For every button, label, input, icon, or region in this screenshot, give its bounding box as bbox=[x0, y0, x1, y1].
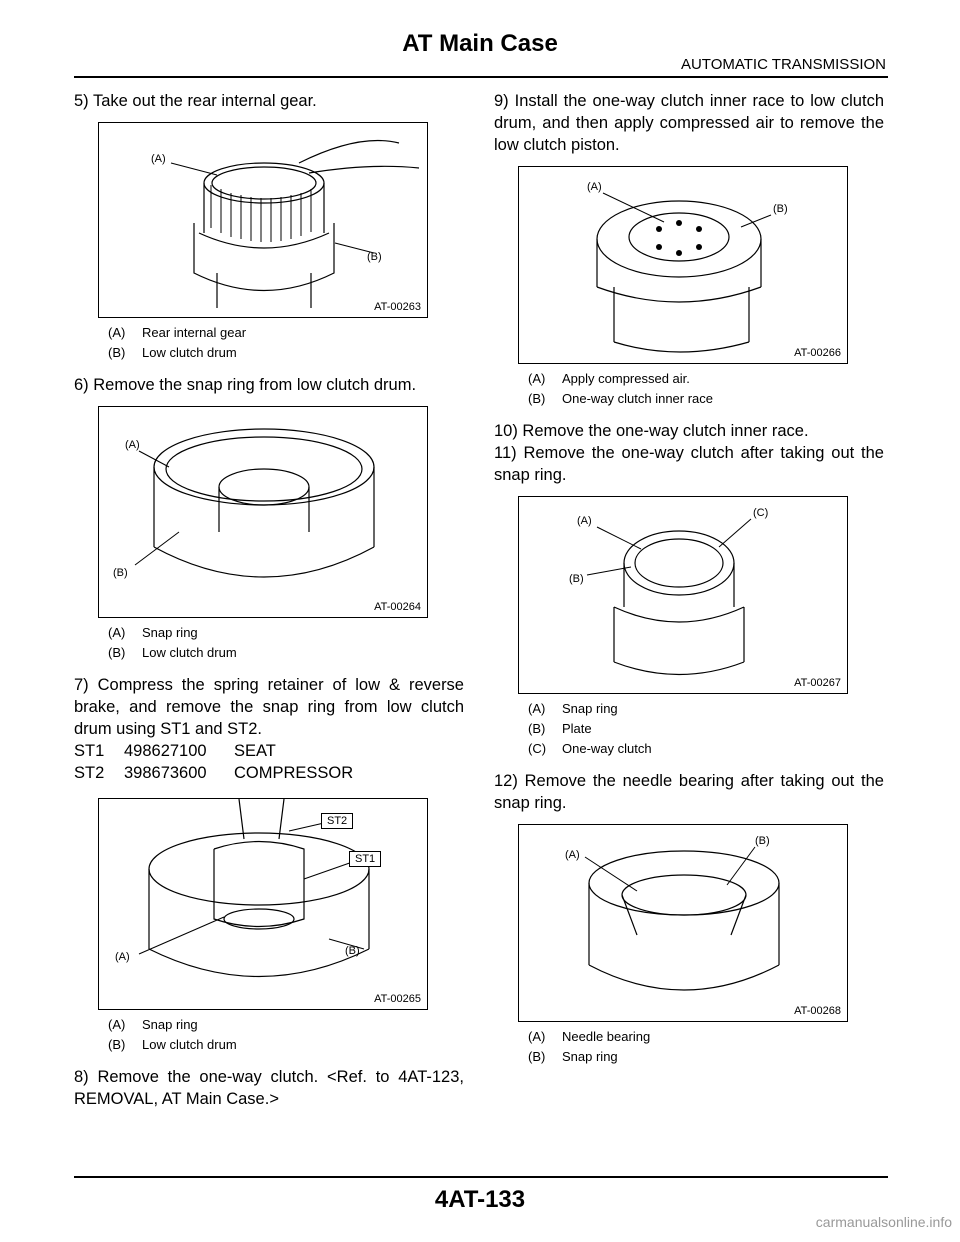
figure-id: AT-00263 bbox=[374, 301, 421, 313]
needle-bearing-illustration bbox=[584, 846, 780, 991]
one-way-clutch-snap-ring-illustration bbox=[586, 518, 752, 676]
legend-text: Snap ring bbox=[142, 624, 198, 640]
step-12: 12) Remove the needle bearing after taki… bbox=[494, 772, 884, 812]
step-7: 7) Compress the spring retainer of low &… bbox=[74, 676, 464, 738]
legend-key: (B) bbox=[528, 1048, 546, 1064]
callout-a: (A) bbox=[151, 153, 166, 165]
callout-b: (B) bbox=[773, 203, 788, 215]
legend-text: One-way clutch bbox=[562, 740, 652, 756]
figure-id: AT-00266 bbox=[794, 347, 841, 359]
rear-internal-gear-illustration bbox=[170, 139, 420, 308]
figure-at-00267: (A) (B) (C) AT-00267 bbox=[518, 496, 848, 694]
legend-key: (A) bbox=[528, 370, 546, 386]
figure-id: AT-00264 bbox=[374, 601, 421, 613]
callout-b: (B) bbox=[569, 573, 584, 585]
legend-key: (A) bbox=[108, 624, 126, 640]
legend-text: Needle bearing bbox=[562, 1028, 651, 1044]
tool-row: ST1 498627100 SEAT bbox=[74, 740, 464, 762]
legend-text: Snap ring bbox=[562, 1048, 618, 1064]
tool-number: 398673600 bbox=[124, 764, 207, 782]
tool-name: SEAT bbox=[234, 742, 276, 760]
legend-key: (A) bbox=[528, 1028, 546, 1044]
legend-key: (B) bbox=[108, 344, 126, 360]
legend-text: Low clutch drum bbox=[142, 1036, 237, 1052]
legend-text: Apply compressed air. bbox=[562, 370, 690, 386]
figure-at-00265: ST2 ST1 (A) (B) AT-00265 bbox=[98, 798, 428, 1010]
callout-c: (C) bbox=[753, 507, 769, 519]
legend-text: Low clutch drum bbox=[142, 644, 237, 660]
callout-b: (B) bbox=[345, 945, 360, 957]
figure-legend: (A) Snap ring (B) Low clutch drum bbox=[108, 622, 464, 662]
step-5: 5) Take out the rear internal gear. bbox=[74, 92, 317, 110]
tool-name: COMPRESSOR bbox=[234, 764, 354, 782]
tool-code: ST1 bbox=[74, 742, 105, 760]
legend-key: (C) bbox=[528, 740, 547, 756]
legend-text: Snap ring bbox=[142, 1016, 198, 1032]
special-tools-list: ST1 498627100 SEAT ST2 398673600 COMPRESSOR bbox=[74, 740, 464, 784]
legend-text: Plate bbox=[562, 720, 592, 736]
callout-b: (B) bbox=[367, 251, 382, 263]
figure-legend: (A) Snap ring (B) Low clutch drum bbox=[108, 1014, 464, 1054]
figure-legend: (A) Snap ring (B) Plate (C) One-way clutch bbox=[528, 698, 884, 758]
callout-b: (B) bbox=[113, 567, 128, 579]
step-9: 9) Install the one-way clutch inner race… bbox=[494, 92, 884, 154]
low-clutch-drum-snap-ring-illustration bbox=[134, 428, 375, 578]
callout-a: (A) bbox=[565, 849, 580, 861]
callout-a: (A) bbox=[125, 439, 140, 451]
legend-text: Rear internal gear bbox=[142, 324, 247, 340]
legend-text: Low clutch drum bbox=[142, 344, 237, 360]
page-number: 4AT-133 bbox=[434, 1186, 526, 1213]
step-10: 10) Remove the one-way clutch inner race… bbox=[494, 422, 809, 440]
right-column: 9) Install the one-way clutch inner race… bbox=[494, 90, 884, 1066]
legend-text: One-way clutch inner race bbox=[562, 390, 714, 406]
tool-row: ST2 398673600 COMPRESSOR bbox=[74, 762, 464, 784]
compressor-tool-illustration bbox=[138, 799, 370, 978]
figure-at-00264: (A) (B) AT-00264 bbox=[98, 406, 428, 618]
figure-id: AT-00267 bbox=[794, 677, 841, 689]
tool-code: ST2 bbox=[74, 764, 105, 782]
callout-st1: ST1 bbox=[349, 851, 382, 867]
legend-key: (B) bbox=[108, 644, 126, 660]
figure-id: AT-00268 bbox=[794, 1005, 841, 1017]
figure-legend: (A) Needle bearing (B) Snap ring bbox=[528, 1026, 884, 1066]
callout-a: (A) bbox=[587, 181, 602, 193]
callout-st2: ST2 bbox=[321, 813, 354, 829]
legend-key: (B) bbox=[528, 390, 546, 406]
figure-at-00266: (A) (B) AT-00266 bbox=[518, 166, 848, 364]
section-name: AUTOMATIC TRANSMISSION bbox=[680, 56, 886, 73]
step-11: 11) Remove the one-way clutch after taki… bbox=[494, 444, 884, 484]
legend-text: Snap ring bbox=[562, 700, 618, 716]
figure-legend: (A) Rear internal gear (B) Low clutch drum bbox=[108, 322, 464, 362]
legend-key: (A) bbox=[528, 700, 546, 716]
figure-at-00268: (A) (B) AT-00268 bbox=[518, 824, 848, 1022]
step-8: 8) Remove the one-way clutch. <Ref. to 4… bbox=[74, 1068, 464, 1108]
legend-key: (B) bbox=[108, 1036, 126, 1052]
page-title: AT Main Case bbox=[402, 30, 558, 57]
footer-rule bbox=[74, 1176, 888, 1178]
callout-a: (A) bbox=[115, 951, 130, 963]
header-rule bbox=[74, 76, 888, 78]
callout-b: (B) bbox=[755, 835, 770, 847]
left-column: 5) Take out the rear internal gear. bbox=[74, 90, 464, 1110]
callout-a: (A) bbox=[577, 515, 592, 527]
figure-legend: (A) Apply compressed air. (B) One-way clut… bbox=[528, 368, 884, 408]
one-way-clutch-inner-race-illustration bbox=[596, 192, 772, 353]
tool-number: 498627100 bbox=[124, 742, 207, 760]
legend-key: (A) bbox=[108, 1016, 126, 1032]
figure-id: AT-00265 bbox=[374, 993, 421, 1005]
legend-key: (A) bbox=[108, 324, 126, 340]
figure-at-00263: (A) (B) AT-00263 bbox=[98, 122, 428, 318]
step-6: 6) Remove the snap ring from low clutch … bbox=[74, 376, 417, 394]
legend-key: (B) bbox=[528, 720, 546, 736]
watermark: carmanualsonline.info bbox=[815, 1214, 952, 1230]
